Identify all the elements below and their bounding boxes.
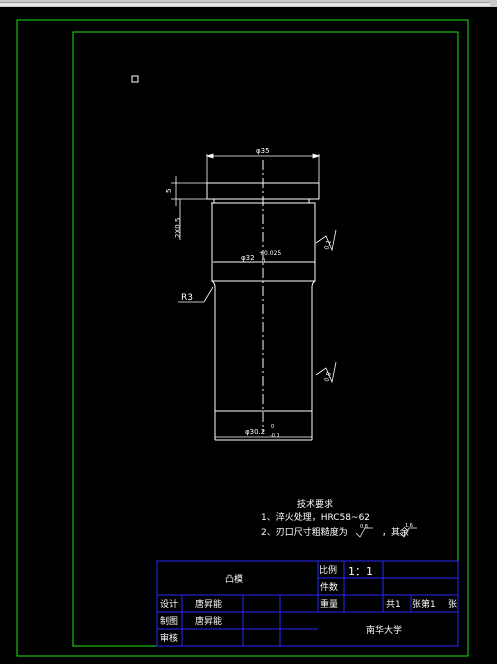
title-block-text: 凸模 比例 1：1 件数 重量 共1 张第1 张 设计 唐昇能 制图 唐昇能 审… [160, 564, 457, 644]
roughness-label-2: 0.8 [323, 371, 333, 382]
dimensions [171, 153, 337, 440]
part-name: 凸模 [225, 574, 243, 585]
notes-roughness-val-2: 1.6 [405, 523, 413, 529]
technical-notes: 技术要求 1、淬火处理，HRC58~62 2、刃口尺寸粗糙度为 ，其余 0.8 … [261, 498, 413, 538]
part-outline [206, 182, 320, 441]
row-role-review: 审核 [160, 632, 178, 644]
row-name-design: 唐昇能 [195, 598, 222, 610]
row-role-design: 设计 [160, 598, 178, 610]
dim-bottom-tol-upper: 0 [271, 424, 274, 430]
scale-label: 比例 [319, 564, 337, 576]
dimension-labels: φ35 5 2X0.5 φ32 +0.025 0 R3 φ30.2 0 -0.1… [165, 147, 333, 439]
count-label: 件数 [320, 581, 338, 593]
row-role-draw: 制图 [160, 615, 178, 627]
notes-line-1: 1、淬火处理，HRC58~62 [261, 511, 370, 523]
dim-radius: R3 [181, 293, 193, 303]
roughness-label-1: 0.1 [323, 239, 333, 250]
scale-value: 1：1 [348, 565, 373, 578]
toolbar-strip [0, 0, 497, 7]
pickbox-icon[interactable] [131, 75, 139, 83]
notes-line-2: 2、刃口尺寸粗糙度为 [261, 526, 348, 538]
outer-border [16, 19, 469, 657]
dim-mid-tol-upper: +0.025 [259, 250, 281, 257]
dim-top-diameter: φ35 [256, 147, 270, 155]
title-block-grid [156, 560, 459, 647]
dim-bottom-diameter: φ30.2 [245, 428, 265, 436]
notes-roughness-marks [355, 527, 417, 538]
sheet-text-2: 张第1 [412, 598, 436, 610]
dim-mid-diameter: φ32 [241, 254, 255, 262]
sheet-text-1: 共1 [386, 599, 401, 610]
dim-mid-tol-lower: 0 [262, 258, 265, 264]
dim-bottom-tol-lower: -0.1 [270, 433, 280, 439]
dim-chamfer: 2X0.5 [174, 218, 182, 238]
weight-label: 重量 [320, 598, 338, 610]
toolbar-strip-inner [0, 2, 490, 6]
row-name-draw: 唐昇能 [195, 615, 222, 627]
school-name: 南华大学 [366, 624, 402, 636]
notes-roughness-val-1: 0.8 [360, 524, 368, 530]
dim-step-height: 5 [165, 189, 173, 193]
notes-title: 技术要求 [297, 498, 333, 510]
inner-frame [72, 31, 459, 647]
sheet-text-3: 张 [448, 599, 457, 610]
